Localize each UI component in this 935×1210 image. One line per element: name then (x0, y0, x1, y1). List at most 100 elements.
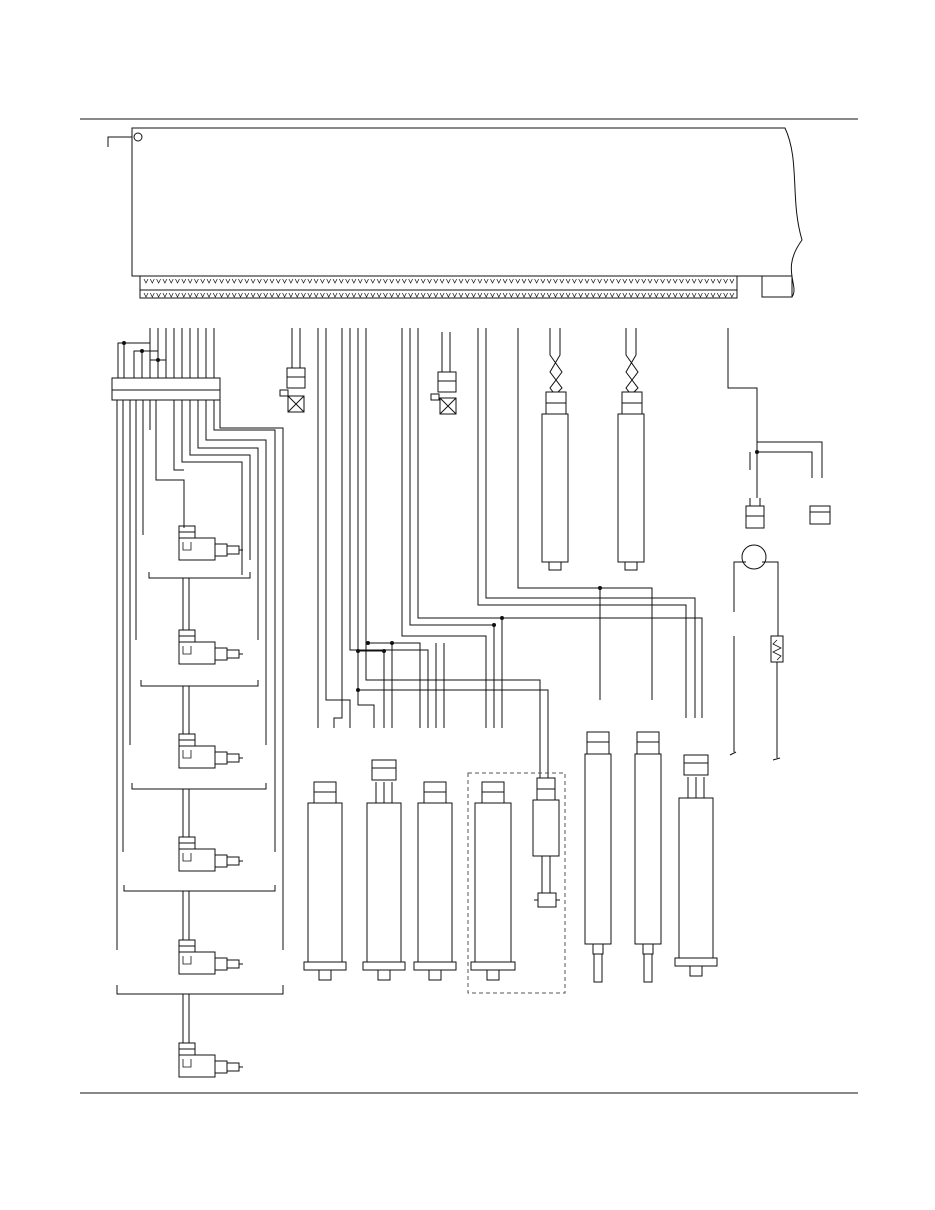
pin-mark (201, 279, 205, 283)
pin-mark (598, 279, 602, 283)
pin-mark (598, 293, 602, 297)
pin-mark (377, 293, 381, 297)
pin-mark (604, 293, 608, 297)
solenoid-valve-1 (280, 328, 305, 412)
pin-mark (390, 293, 394, 297)
pin-mark (717, 279, 721, 283)
pin-mark (346, 279, 350, 283)
injector-feed-wires (183, 578, 189, 1043)
pin-mark (547, 293, 551, 297)
pin-mark (194, 279, 198, 283)
pin-mark (409, 293, 413, 297)
pin-mark (150, 293, 154, 297)
pin-mark (220, 279, 224, 283)
pin-mark (245, 279, 249, 283)
pin-mark (157, 293, 161, 297)
injector-brackets (117, 572, 283, 994)
lower-cylinders (304, 732, 717, 982)
fuel-injector-icon (179, 526, 243, 560)
pin-mark (390, 279, 394, 283)
pin-mark (554, 279, 558, 283)
pin-mark (383, 293, 387, 297)
pin-mark (176, 279, 180, 283)
pin-mark (371, 279, 375, 283)
pin-mark (478, 279, 482, 283)
pin-mark (465, 293, 469, 297)
pin-mark (610, 279, 614, 283)
cylinder-actuator-icon (363, 760, 405, 980)
pin-mark (698, 279, 702, 283)
pin-mark (226, 279, 230, 283)
pin-mark (705, 279, 709, 283)
pin-mark (572, 279, 576, 283)
pin-mark (251, 293, 255, 297)
pin-mark (201, 293, 205, 297)
harness-wires (118, 328, 214, 378)
pin-mark (333, 293, 337, 297)
pin-mark (428, 279, 432, 283)
pin-mark (194, 293, 198, 297)
pin-mark (365, 279, 369, 283)
pin-mark (654, 279, 658, 283)
pin-mark (302, 279, 306, 283)
pin-mark (547, 279, 551, 283)
pin-mark (333, 279, 337, 283)
pin-mark (402, 279, 406, 283)
pin-mark (169, 293, 173, 297)
pin-mark (528, 293, 532, 297)
pin-mark (686, 293, 690, 297)
pin-mark (295, 293, 299, 297)
pin-mark (283, 293, 287, 297)
pin-mark (509, 279, 513, 283)
pin-mark (232, 279, 236, 283)
pin-mark (610, 293, 614, 297)
pin-mark (522, 293, 526, 297)
upper-cylinder-1 (542, 328, 568, 570)
pin-mark (239, 279, 243, 283)
pin-mark (566, 293, 570, 297)
pin-mark (239, 293, 243, 297)
fuel-injector-icon (179, 630, 243, 664)
pin-mark (698, 293, 702, 297)
pin-mark (667, 293, 671, 297)
pin-mark (283, 279, 287, 283)
pin-mark (421, 279, 425, 283)
pin-mark (358, 293, 362, 297)
pin-mark (472, 279, 476, 283)
pin-mark (169, 279, 173, 283)
pin-mark (188, 279, 192, 283)
fuel-injector-icon (179, 1043, 243, 1077)
fuel-injector-icon (179, 940, 243, 974)
upper-cylinder-2 (618, 328, 644, 570)
pin-mark (585, 279, 589, 283)
pin-mark (371, 293, 375, 297)
pin-mark (207, 293, 211, 297)
cylinder-actuator-icon (635, 732, 661, 982)
pin-mark (528, 279, 532, 283)
pin-mark (251, 279, 255, 283)
pin-mark (579, 293, 583, 297)
pin-mark (724, 293, 728, 297)
pin-mark (484, 279, 488, 283)
pin-mark (320, 293, 324, 297)
pin-mark (220, 293, 224, 297)
pin-mark (327, 293, 331, 297)
pin-mark (497, 293, 501, 297)
pin-mark (680, 279, 684, 283)
pin-mark (617, 279, 621, 283)
pin-mark (308, 293, 312, 297)
pin-mark (497, 279, 501, 283)
pin-mark (535, 279, 539, 283)
pin-mark (213, 279, 217, 283)
pin-mark (661, 293, 665, 297)
pin-mark (264, 279, 268, 283)
fuel-injector-icon (179, 837, 243, 871)
pin-mark (648, 279, 652, 283)
pin-mark (509, 293, 513, 297)
pin-mark (302, 293, 306, 297)
pin-mark (232, 293, 236, 297)
pin-mark (245, 293, 249, 297)
pin-mark (554, 293, 558, 297)
pin-mark (484, 293, 488, 297)
